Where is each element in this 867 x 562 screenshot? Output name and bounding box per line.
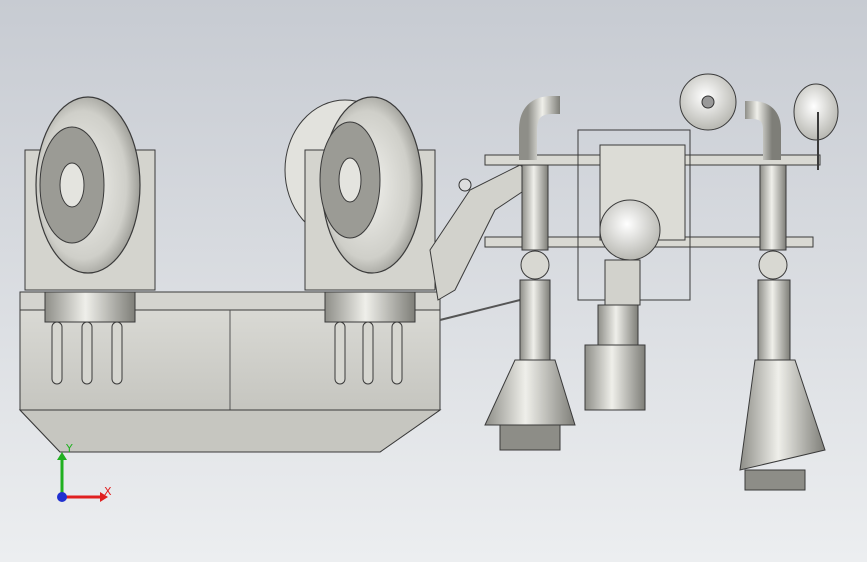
right-vertical-unit[interactable] <box>739 101 826 491</box>
right-bellows <box>759 164 787 251</box>
linkage-arm[interactable] <box>429 164 541 321</box>
y-axis-label: Y <box>65 442 73 455</box>
left-wheel-assembly[interactable] <box>24 96 156 385</box>
top-disks[interactable] <box>679 73 839 170</box>
middle-gear-ring <box>324 291 416 323</box>
center-cylinder-unit[interactable] <box>584 259 646 411</box>
orientation-triad: X Y <box>57 442 112 502</box>
right-top-disk <box>793 83 839 141</box>
left-gear-ring <box>44 291 136 323</box>
left-hopper <box>484 359 576 426</box>
center-cylinder <box>584 344 646 411</box>
left-vertical-unit[interactable] <box>484 96 576 451</box>
upper-frame[interactable] <box>484 129 821 301</box>
x-axis-label: X <box>104 485 112 498</box>
right-hopper <box>739 359 826 471</box>
middle-wheel-assembly[interactable] <box>284 96 436 385</box>
left-bellows <box>521 164 549 251</box>
center-drive-disk <box>599 199 661 261</box>
